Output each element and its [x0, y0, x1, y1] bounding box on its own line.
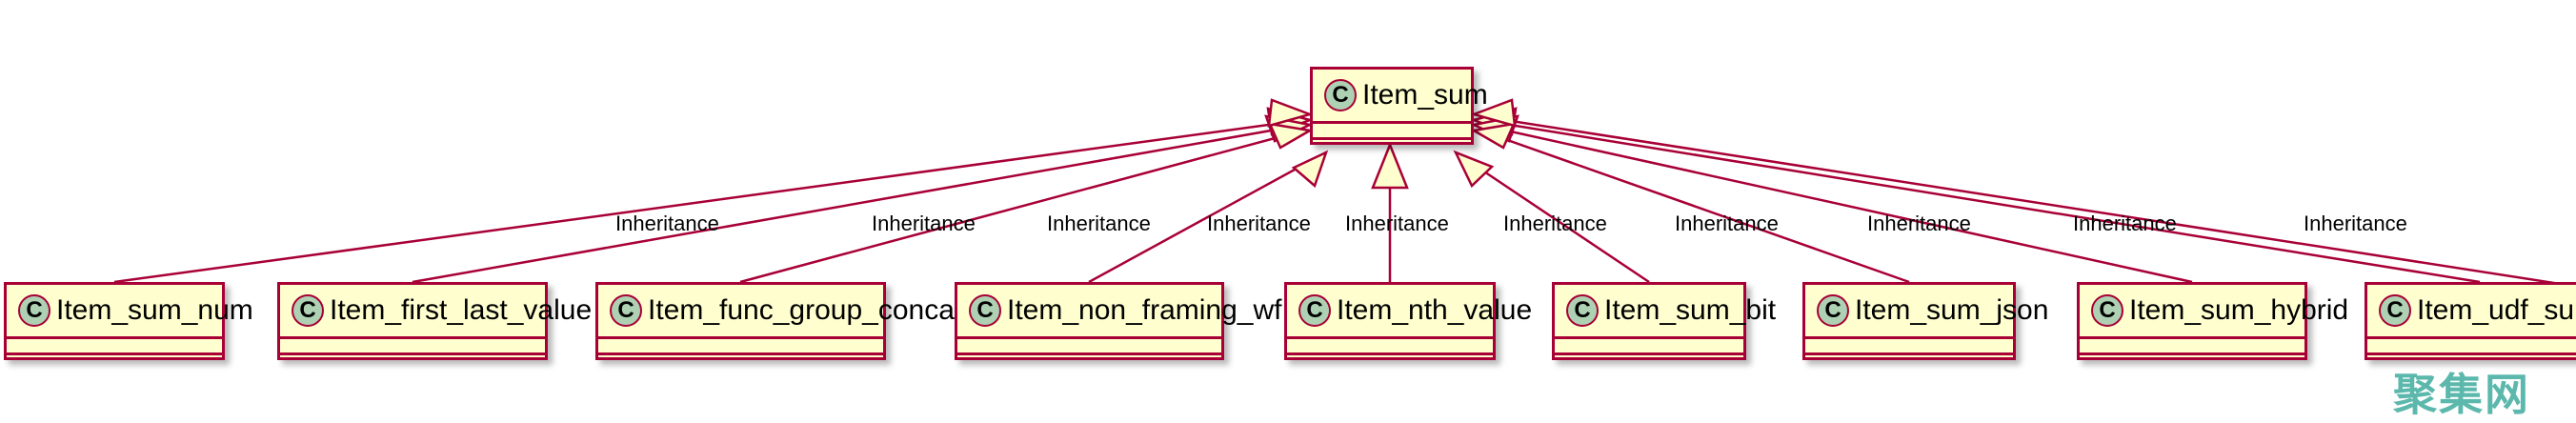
class-icon: C: [2379, 294, 2411, 327]
uml-attributes-compartment: [1287, 336, 1493, 352]
uml-class-header: C Item_sum: [1313, 70, 1488, 121]
uml-attributes-compartment: [1805, 336, 2013, 352]
uml-class-name: Item_sum_json: [1855, 294, 2049, 326]
edge-label-inheritance: Inheritance: [1207, 212, 1311, 235]
inheritance-arrowhead: [1469, 114, 1519, 143]
uml-methods-compartment: [1313, 137, 1471, 153]
uml-class-item-sum[interactable]: C Item_sum: [1310, 67, 1488, 145]
edge-line-item-first-last-value: [412, 123, 1304, 284]
edge-label-inheritance: Inheritance: [872, 212, 976, 235]
uml-methods-compartment: [1805, 352, 2013, 369]
class-icon: C: [292, 294, 324, 327]
class-icon: C: [610, 294, 642, 327]
inheritance-arrowhead: [1267, 122, 1314, 150]
uml-class-name: Item_nth_value: [1337, 294, 1533, 326]
uml-class-name: Item_sum_bit: [1604, 294, 1777, 326]
edge-line-item-sum-num: [113, 118, 1304, 284]
inheritance-arrowhead: [1264, 114, 1315, 143]
uml-methods-compartment: [280, 352, 545, 369]
uml-methods-compartment: [1287, 352, 1493, 369]
inheritance-arrowhead: [1470, 122, 1517, 150]
uml-class-name: Item_func_group_concat: [648, 294, 963, 326]
inheritance-arrowhead: [1267, 98, 1315, 128]
watermark: 聚集网: [2393, 369, 2530, 420]
uml-methods-compartment: [1555, 352, 1743, 369]
edge-line-item-udf-sum: [1479, 118, 2481, 284]
edge-label-inheritance: Inheritance: [1047, 212, 1151, 235]
uml-attributes-compartment: [957, 336, 1221, 352]
uml-class-name: Item_sum_num: [56, 294, 253, 326]
uml-attributes-compartment: [598, 336, 883, 352]
class-icon: C: [1817, 294, 1849, 327]
uml-attributes-compartment: [2080, 336, 2304, 352]
uml-class-name: Item_first_last_value: [330, 294, 593, 326]
inheritance-arrowhead: [1291, 150, 1329, 189]
class-icon: C: [969, 294, 1001, 327]
class-icon: C: [1298, 294, 1331, 327]
edge-label-inheritance: Inheritance: [2304, 212, 2407, 235]
uml-methods-compartment: [7, 352, 222, 369]
edge-line-item-sum-json: [1479, 129, 1910, 284]
uml-class-name: Item_sum_hybrid: [2129, 294, 2349, 326]
uml-attributes-compartment: [7, 336, 222, 352]
edge-line-item-sum-hybrid: [1479, 123, 2193, 284]
uml-methods-compartment: [598, 352, 883, 369]
class-icon: C: [1324, 79, 1357, 111]
inheritance-arrowhead: [1453, 150, 1495, 189]
uml-methods-compartment: [957, 352, 1221, 369]
edge-line-item-udf-sum-extra: [1479, 114, 2573, 288]
uml-class-name: Item_udf_sum: [2417, 294, 2576, 326]
edge-label-inheritance: Inheritance: [615, 212, 719, 235]
class-icon: C: [18, 294, 50, 327]
class-icon: C: [1566, 294, 1599, 327]
edge-label-inheritance: Inheritance: [2073, 212, 2177, 235]
uml-methods-compartment: [2080, 352, 2304, 369]
class-icon: C: [2091, 294, 2123, 327]
edge-label-inheritance: Inheritance: [1867, 212, 1971, 235]
edge-line-item-func-group-concat: [739, 129, 1304, 284]
edge-label-inheritance: Inheritance: [1345, 212, 1449, 235]
uml-attributes-compartment: [2367, 336, 2576, 352]
uml-attributes-compartment: [1555, 336, 1743, 352]
uml-class-name: Item_sum: [1362, 79, 1488, 111]
edge-label-inheritance: Inheritance: [1503, 212, 1607, 235]
edge-label-inheritance: Inheritance: [1675, 212, 1779, 235]
uml-attributes-compartment: [280, 336, 545, 352]
uml-attributes-compartment: [1313, 121, 1471, 137]
uml-methods-compartment: [2367, 352, 2576, 369]
inheritance-arrowhead: [1469, 107, 1518, 136]
inheritance-arrowhead: [1266, 107, 1315, 136]
uml-class-name: Item_non_framing_wf: [1007, 294, 1282, 326]
